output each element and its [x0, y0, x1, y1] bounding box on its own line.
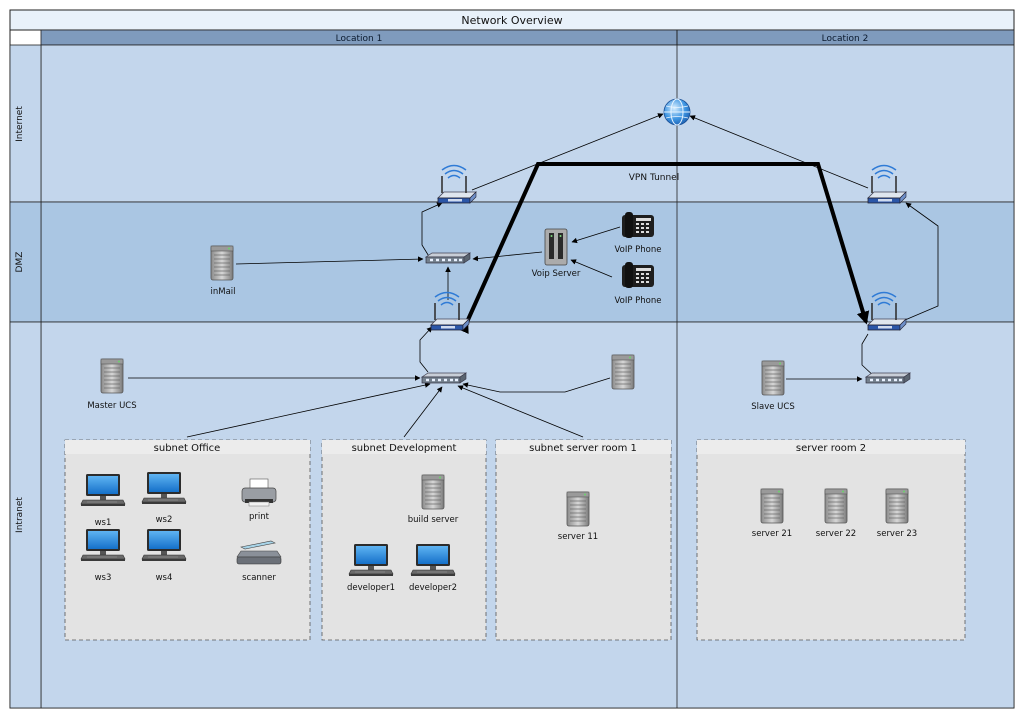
- server-room-2-group: server room 2: [696, 439, 966, 641]
- workstation-icon-ws4[interactable]: [141, 528, 187, 562]
- connection-dmz-switch-router: [421, 202, 443, 259]
- workstation-icon-developer1[interactable]: [348, 543, 394, 577]
- workstation-icon-ws3[interactable]: [80, 528, 126, 562]
- connection-phone2-voip: [570, 259, 613, 278]
- server-21-label: server 21: [752, 529, 792, 539]
- server-21-icon[interactable]: [760, 488, 784, 524]
- subnet-server-room-1-label: subnet server room 1: [529, 443, 637, 454]
- scanner-icon[interactable]: [236, 540, 282, 565]
- row-header-intranet: [9, 321, 42, 709]
- location-2-label: Location 2: [822, 34, 869, 44]
- dmz-band: [40, 201, 1015, 323]
- connection-phone1-voip: [571, 226, 621, 244]
- server-23-icon[interactable]: [885, 488, 909, 524]
- location-1-label: Location 1: [336, 34, 383, 44]
- ws4-label: ws4: [156, 573, 173, 583]
- switch-icon-dmz[interactable]: [425, 252, 471, 264]
- switch-icon-intranet-l1[interactable]: [421, 372, 467, 384]
- workstation-icon-ws2[interactable]: [141, 471, 187, 505]
- server-room-2-label: server room 2: [796, 443, 866, 454]
- server-11-label: server 11: [558, 532, 598, 542]
- connection-server-room-switch: [457, 385, 584, 438]
- switch-icon-intranet-l2[interactable]: [865, 372, 911, 384]
- ws2-label: ws2: [156, 515, 173, 525]
- voip-server-label: Voip Server: [532, 269, 581, 279]
- row-label-internet: Internet: [15, 106, 25, 142]
- vpn-tunnel-label: VPN Tunnel: [629, 173, 679, 183]
- internet-band: [40, 44, 1015, 203]
- slave-ucs-label: Slave UCS: [751, 402, 794, 412]
- connection-l2-routers: [904, 202, 939, 321]
- voip-phone-2-label: VoIP Phone: [614, 296, 661, 306]
- workstation-icon-ws1[interactable]: [80, 473, 126, 507]
- server-22-icon[interactable]: [824, 488, 848, 524]
- row-label-intranet: Intranet: [15, 497, 25, 533]
- voip-server-icon[interactable]: [544, 228, 568, 266]
- server-23-label: server 23: [877, 529, 917, 539]
- master-ucs-label: Master UCS: [87, 401, 136, 411]
- vpn-tunnel-line: [456, 162, 870, 334]
- printer-icon[interactable]: [241, 478, 277, 507]
- server-22-label: server 22: [816, 529, 856, 539]
- developer1-label: developer1: [347, 583, 395, 593]
- connection-router-globe-l1: [471, 113, 664, 191]
- subnet-development-group: subnet Development: [321, 439, 487, 641]
- inmail-label: inMail: [210, 287, 235, 297]
- slave-ucs-server-icon[interactable]: [761, 360, 785, 396]
- ws1-label: ws1: [95, 518, 112, 528]
- voip-phone-icon-1[interactable]: [622, 212, 654, 238]
- connection-inmail-switch: [235, 256, 424, 265]
- master-ucs-server-icon[interactable]: [100, 358, 124, 394]
- server-11-icon[interactable]: [566, 491, 590, 527]
- workstation-icon-developer2[interactable]: [410, 543, 456, 577]
- developer2-label: developer2: [409, 583, 457, 593]
- print-label: print: [249, 512, 270, 522]
- internet-globe-icon[interactable]: [663, 98, 691, 126]
- voip-phone-icon-2[interactable]: [622, 262, 654, 288]
- voip-phone-1-label: VoIP Phone: [614, 245, 661, 255]
- server-icon-intranet-l1[interactable]: [611, 354, 635, 390]
- connection-router-globe-l2: [689, 115, 869, 189]
- subnet-server-room-1-group: subnet server room 1: [495, 439, 672, 641]
- connection-l2-router-switch: [861, 333, 877, 379]
- connection-voip-switch: [472, 251, 543, 262]
- build-server-icon[interactable]: [421, 474, 445, 510]
- connection-office-switch: [186, 382, 431, 438]
- connection-intranet-switch-router: [419, 326, 433, 373]
- subnet-development-label: subnet Development: [352, 443, 457, 454]
- scanner-label: scanner: [242, 573, 276, 583]
- ws3-label: ws3: [95, 573, 112, 583]
- connection-development-switch: [403, 386, 443, 438]
- inmail-server-icon[interactable]: [210, 245, 234, 281]
- connection-server-switch: [462, 377, 611, 393]
- subnet-office-label: subnet Office: [154, 443, 221, 454]
- connections: [128, 113, 939, 438]
- row-label-dmz: DMZ: [15, 252, 25, 273]
- diagram-title: Network Overview: [461, 14, 562, 27]
- build-server-label: build server: [408, 515, 459, 525]
